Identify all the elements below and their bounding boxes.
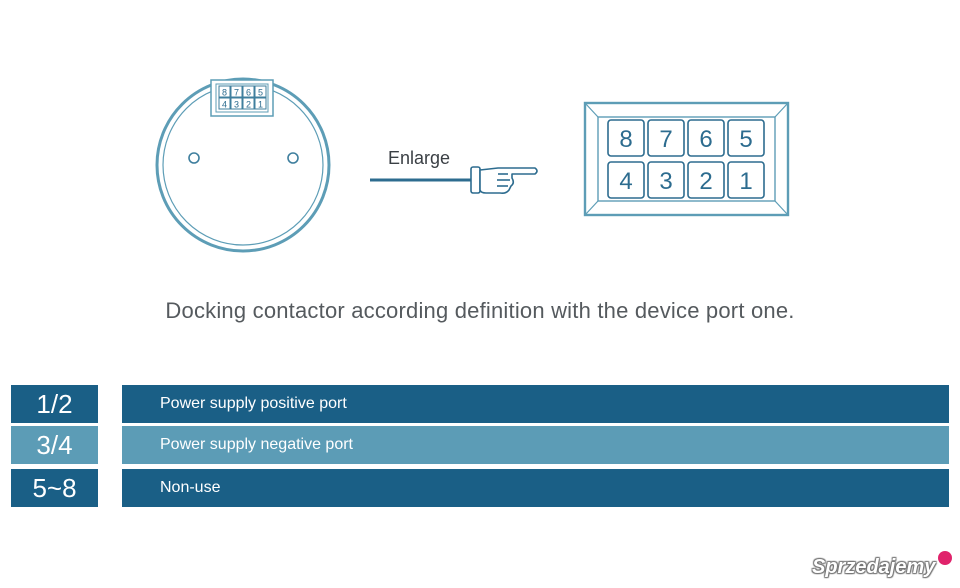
small-pin-label: 7 bbox=[234, 88, 239, 98]
pin-label: 6 bbox=[699, 126, 712, 153]
pin-box bbox=[687, 119, 725, 157]
small-pin-label: 3 bbox=[234, 100, 239, 110]
small-pin-label: 5 bbox=[258, 88, 263, 98]
pin-label: 8 bbox=[619, 126, 632, 153]
pin-number-cell: 5~8 bbox=[11, 469, 98, 507]
watermark-logo: Sprzedajemy bbox=[812, 556, 936, 578]
small-port: 8 7 6 5 4 3 2 1 bbox=[210, 79, 274, 117]
pin-box bbox=[727, 161, 765, 199]
pin-description-cell: Non-use bbox=[122, 469, 949, 507]
enlarged-port: 8 7 6 5 4 3 2 1 bbox=[583, 101, 790, 217]
small-pin-box bbox=[218, 97, 231, 110]
pin-box bbox=[687, 161, 725, 199]
small-pin-box bbox=[254, 97, 267, 110]
pin-label: 3 bbox=[659, 168, 672, 195]
caption-text: Docking contactor according definition w… bbox=[165, 298, 795, 323]
small-pin-label: 6 bbox=[246, 88, 251, 98]
small-pin-label: 8 bbox=[222, 88, 227, 98]
pin-label: 7 bbox=[659, 126, 672, 153]
pin-number-cell: 1/2 bbox=[11, 385, 98, 423]
pin-description-cell: Power supply negative port bbox=[122, 426, 949, 464]
pin-label: 2 bbox=[699, 168, 712, 195]
pin-table-row: 3/4 Power supply negative port bbox=[0, 426, 960, 464]
small-pin-label: 2 bbox=[246, 100, 251, 110]
pin-label: 1 bbox=[739, 168, 752, 195]
pointing-hand-icon bbox=[470, 166, 538, 194]
arrow-label: Enlarge bbox=[388, 148, 450, 168]
enlarge-arrow: Enlarge bbox=[370, 148, 538, 194]
watermark-badge-icon bbox=[938, 551, 952, 565]
connector-diagram: 8 7 6 5 4 3 2 1 Enlarge bbox=[155, 77, 790, 253]
pin-box bbox=[607, 161, 645, 199]
pin-box bbox=[647, 161, 685, 199]
pin-label: 5 bbox=[739, 126, 752, 153]
round-device: 8 7 6 5 4 3 2 1 bbox=[155, 77, 331, 253]
small-pin-box bbox=[230, 97, 243, 110]
small-pin-box bbox=[218, 85, 231, 98]
pin-number-cell: 3/4 bbox=[11, 426, 98, 464]
small-pin-box bbox=[230, 85, 243, 98]
small-pin-box bbox=[242, 97, 255, 110]
pin-table-row: 5~8 Non-use bbox=[0, 469, 960, 507]
small-pin-box bbox=[242, 85, 255, 98]
pin-box bbox=[607, 119, 645, 157]
mount-hole-right bbox=[287, 152, 299, 164]
small-pin-label: 1 bbox=[258, 100, 263, 110]
mount-hole-left bbox=[188, 152, 200, 164]
small-pin-label: 4 bbox=[222, 100, 227, 110]
pin-label: 4 bbox=[619, 168, 632, 195]
pin-description-cell: Power supply positive port bbox=[122, 385, 949, 423]
pin-box bbox=[727, 119, 765, 157]
pin-table-row: 1/2 Power supply positive port bbox=[0, 385, 960, 423]
pin-box bbox=[647, 119, 685, 157]
small-pin-box bbox=[254, 85, 267, 98]
